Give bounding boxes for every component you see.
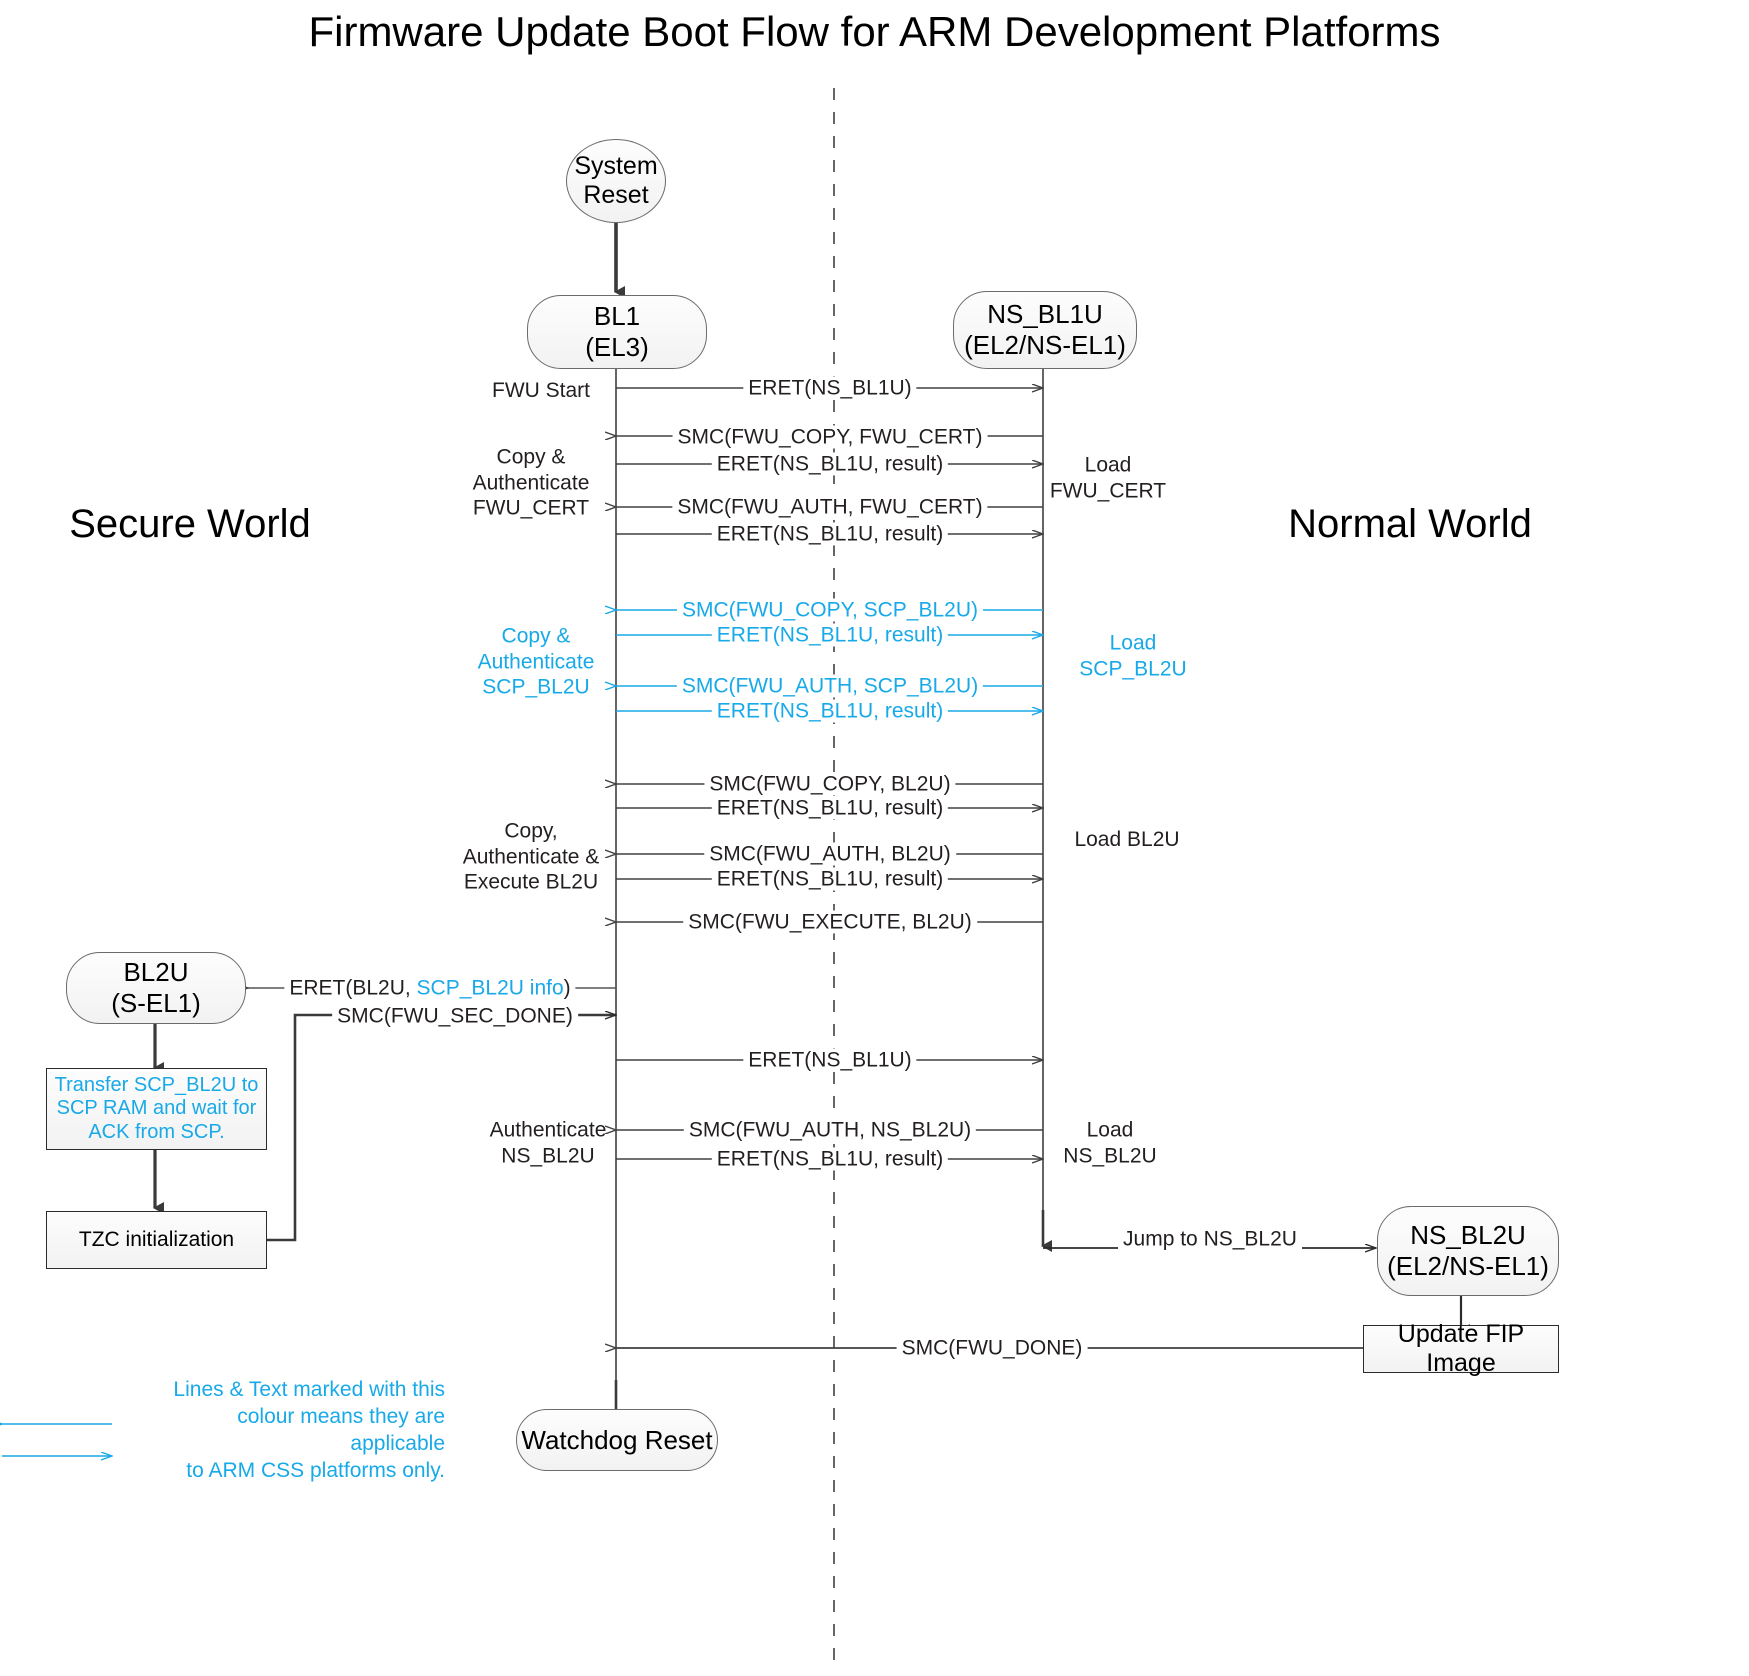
box-tzc-initialization[interactable]: TZC initialization [46,1211,267,1269]
message-label-eret-bl2u: ERET(BL2U, SCP_BL2U info) [284,976,576,1000]
annotation-load-fwu-cert: Load FWU_CERT [1049,453,1167,502]
annotation-fwu-start: FWU Start [492,379,590,403]
secure-world-label: Secure World [69,502,311,546]
node-watchdog-reset[interactable]: Watchdog Reset [516,1409,718,1471]
message-label-m20: SMC(FWU_DONE) [896,1336,1088,1360]
message-label-m19: Jump to NS_BL2U [1118,1227,1302,1251]
annotation-authenticate-ns-bl2u: Authenticate NS_BL2U [489,1118,607,1167]
message-label-m3: ERET(NS_BL1U, result) [711,452,949,476]
eret-bl2u-highlight: SCP_BL2U info [416,976,564,1000]
message-label-m18: ERET(NS_BL1U, result) [711,1147,949,1171]
normal-world-label: Normal World [1288,502,1532,546]
message-label-m4: SMC(FWU_AUTH, FWU_CERT) [672,495,988,519]
message-label-m2: SMC(FWU_COPY, FWU_CERT) [672,425,988,449]
message-label-m15: SMC(FWU_SEC_DONE) [332,1004,578,1028]
annotation-copy-auth-cert: Copy & Authenticate FWU_CERT [472,445,590,520]
node-bl2u[interactable]: BL2U (S-EL1) [66,952,246,1024]
message-label-m7: ERET(NS_BL1U, result) [711,623,949,647]
annotation-load-ns-bl2u: Load NS_BL2U [1063,1118,1157,1167]
annotation-load-scp-bl2u: Load SCP_BL2U [1079,631,1187,680]
node-system-reset[interactable]: System Reset [566,139,666,223]
eret-bl2u-suffix: ) [563,976,571,1000]
message-label-m14: SMC(FWU_EXECUTE, BL2U) [683,910,977,934]
message-label-m10: SMC(FWU_COPY, BL2U) [704,772,956,796]
node-ns-bl1u[interactable]: NS_BL1U (EL2/NS-EL1) [953,291,1137,369]
page-title: Firmware Update Boot Flow for ARM Develo… [308,8,1441,55]
message-label-m8: SMC(FWU_AUTH, SCP_BL2U) [676,674,984,698]
message-label-m6: SMC(FWU_COPY, SCP_BL2U) [676,598,984,622]
message-label-m16: ERET(NS_BL1U) [743,1048,917,1072]
box-update-fip-image[interactable]: Update FIP Image [1363,1320,1559,1377]
legend-text: Lines & Text marked with this colour mea… [173,1378,445,1482]
message-label-m9: ERET(NS_BL1U, result) [711,699,949,723]
message-label-m12: SMC(FWU_AUTH, BL2U) [704,842,956,866]
message-label-m17: SMC(FWU_AUTH, NS_BL2U) [683,1118,977,1142]
message-label-m13: ERET(NS_BL1U, result) [711,867,949,891]
box-transfer-scp-bl2u[interactable]: Transfer SCP_BL2U to SCP RAM and wait fo… [46,1068,267,1150]
annotation-load-bl2u: Load BL2U [1074,828,1180,852]
annotation-copy-auth-scp: Copy & Authenticate SCP_BL2U [477,624,595,699]
message-label-m11: ERET(NS_BL1U, result) [711,796,949,820]
node-ns-bl2u[interactable]: NS_BL2U (EL2/NS-EL1) [1377,1206,1559,1296]
annotation-copy-auth-exec-bl2u: Copy, Authenticate & Execute BL2U [462,819,600,894]
message-label-m5: ERET(NS_BL1U, result) [711,522,949,546]
eret-bl2u-prefix: ERET(BL2U, [289,976,417,1000]
node-bl1[interactable]: BL1 (EL3) [527,295,707,369]
message-label-m1: ERET(NS_BL1U) [743,376,917,400]
